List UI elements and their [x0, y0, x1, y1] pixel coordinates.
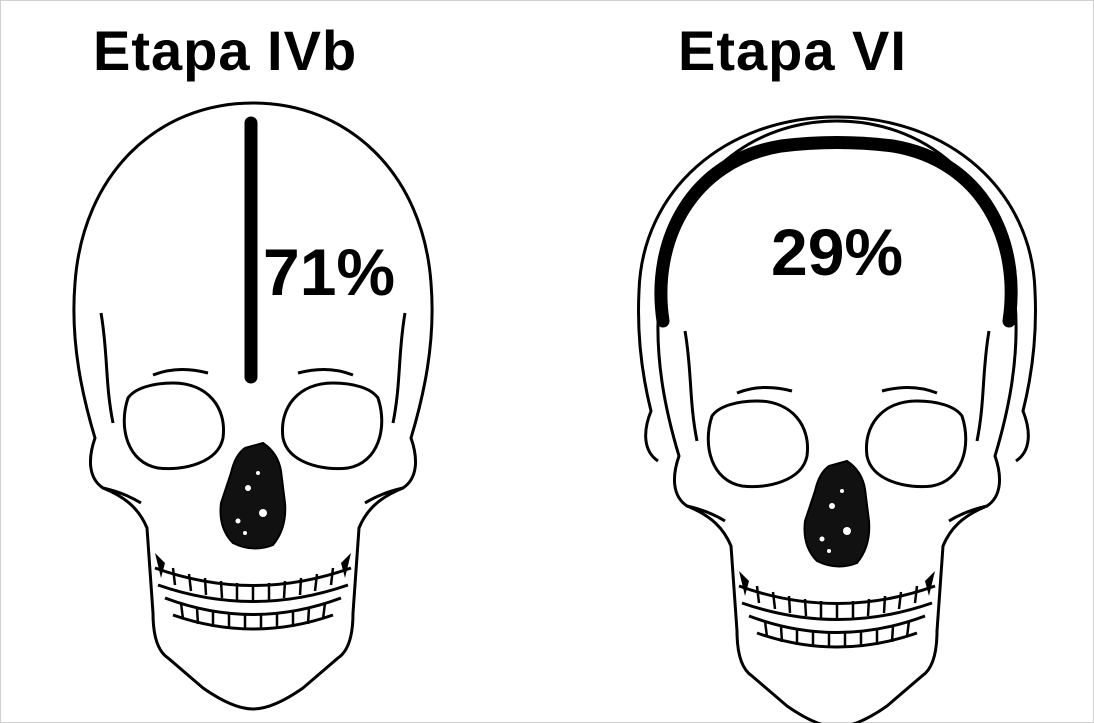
skull-left: 71%	[74, 103, 432, 709]
percentage-label-left: 71%	[263, 235, 395, 309]
percentage-label-right: 29%	[771, 215, 903, 289]
skull-right: 29%	[639, 117, 1036, 723]
